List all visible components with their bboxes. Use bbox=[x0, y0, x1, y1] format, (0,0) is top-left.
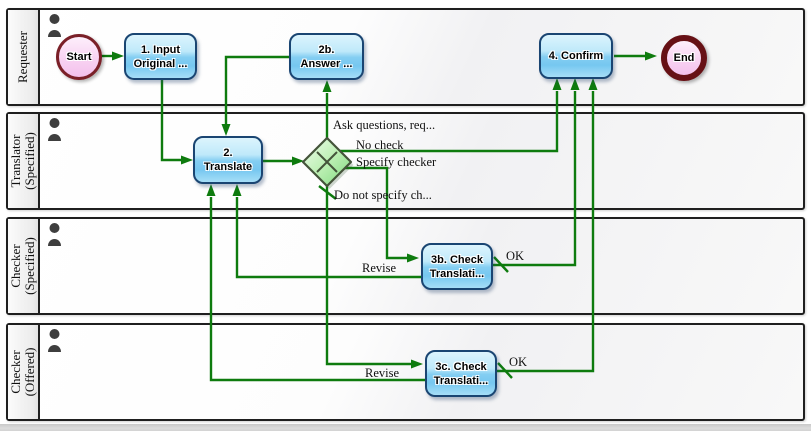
exclusive-gateway[interactable] bbox=[301, 136, 354, 189]
flow-gateway-to-task3b-specify-checker bbox=[344, 166, 419, 263]
edge-label-ok-3c: OK bbox=[509, 355, 528, 369]
flow-task3c-revise-to-task2 bbox=[206, 184, 425, 382]
person-icon bbox=[48, 329, 61, 352]
edge-label-no-check: No check bbox=[356, 138, 404, 152]
edge-label-do-not-specify: Do not specify ch... bbox=[334, 188, 432, 202]
lane-checker-offered: Checker(Offered) bbox=[6, 323, 805, 421]
flow-task3c-ok-to-confirm bbox=[497, 78, 598, 379]
start-event-label: Start bbox=[66, 51, 92, 63]
flow-confirm-to-end bbox=[614, 51, 657, 61]
flow-task3b-revise-to-task2 bbox=[232, 184, 421, 279]
flow-gateway-to-confirm-no-check bbox=[340, 78, 562, 153]
flow-gateway-to-task3c-do-not-specify bbox=[318, 184, 423, 369]
edge-label-revise-3b: Revise bbox=[362, 261, 397, 275]
lane-requester-label-strip: Requester bbox=[8, 10, 40, 104]
flow-task2b-to-task2 bbox=[221, 55, 289, 136]
default-flow-slash bbox=[493, 256, 509, 273]
lane-checker-specified-label-strip: Checker(Specified) bbox=[8, 219, 40, 313]
flow-start-to-task1 bbox=[100, 51, 124, 61]
end-event[interactable]: End bbox=[661, 35, 707, 81]
end-event-label: End bbox=[673, 52, 695, 64]
task-4-confirm[interactable]: 4. Confirm bbox=[539, 33, 613, 79]
flow-task3b-ok-to-confirm bbox=[493, 78, 580, 273]
task-2b-answer[interactable]: 2b.Answer ... bbox=[289, 33, 364, 80]
default-flow-slash bbox=[497, 362, 513, 379]
default-flow-slash bbox=[318, 185, 337, 200]
exclusive-gateway-x-icon bbox=[316, 151, 338, 173]
edge-label-specify-checker: Specify checker bbox=[356, 155, 437, 169]
window-bottom-edge bbox=[0, 424, 811, 431]
flow-task1-to-task2 bbox=[160, 80, 193, 165]
lane-translator-label-strip: Translator(Specified) bbox=[8, 114, 40, 208]
lane-checker-offered-label-strip: Checker(Offered) bbox=[8, 325, 40, 419]
lane-translator-specified: Translator(Specified) bbox=[6, 112, 805, 210]
edge-label-revise-3c: Revise bbox=[365, 366, 400, 380]
person-icon bbox=[48, 118, 61, 141]
flow-gateway-to-task2b-ask-questions bbox=[322, 80, 332, 139]
start-event[interactable]: Start bbox=[56, 34, 102, 80]
lane-checker-specified: Checker(Specified) bbox=[6, 217, 805, 315]
task-2-translate[interactable]: 2.Translate bbox=[193, 136, 263, 184]
flow-task2-to-gateway bbox=[263, 156, 304, 166]
edge-label-ask-questions: Ask questions, req... bbox=[333, 118, 436, 132]
person-icon bbox=[48, 223, 61, 246]
person-icon bbox=[48, 14, 61, 37]
edge-label-ok-3b: OK bbox=[506, 249, 525, 263]
